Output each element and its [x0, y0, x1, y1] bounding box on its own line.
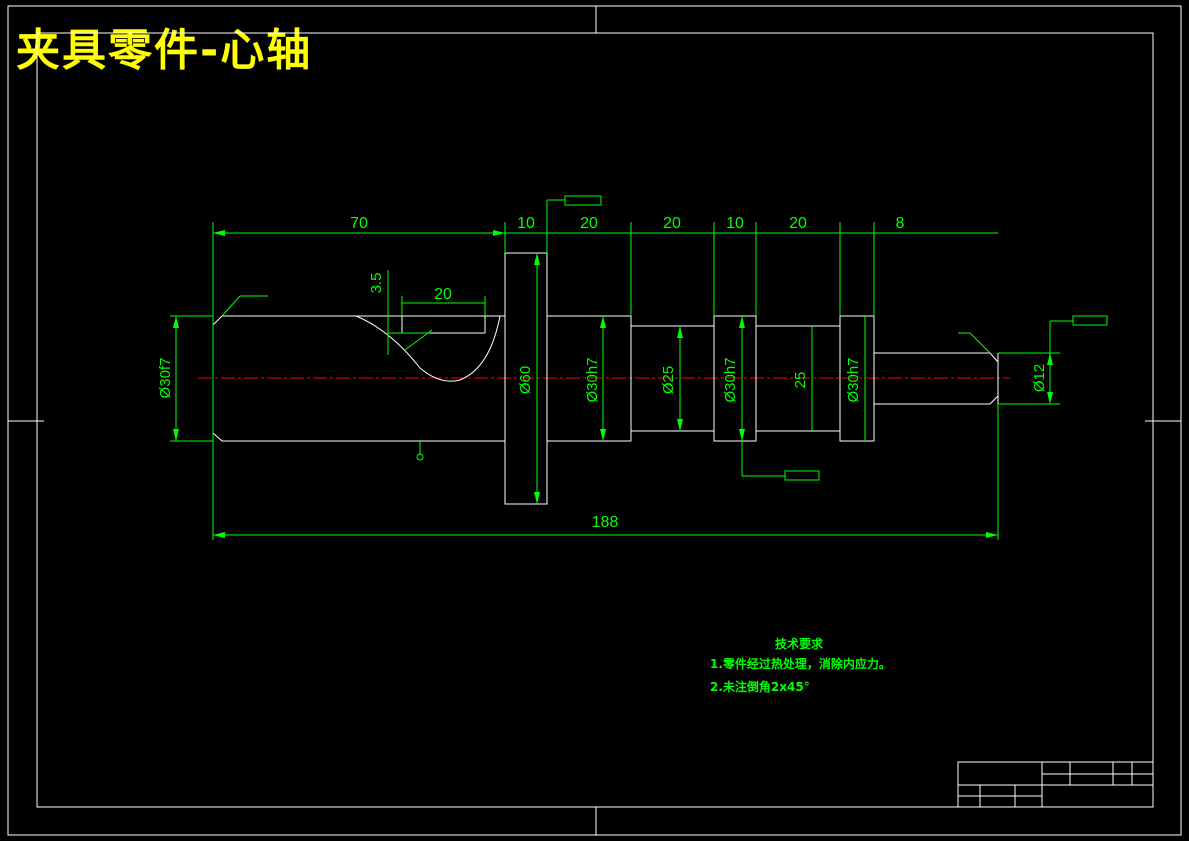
- notes-heading: 技术要求: [775, 636, 824, 651]
- dim-188: 188: [592, 514, 619, 531]
- dim-70: 70: [350, 215, 368, 232]
- title-block: [957, 761, 1154, 808]
- dim-20-a: 20: [580, 215, 598, 232]
- dimension-lines: [170, 195, 1108, 540]
- dim-8: 8: [896, 215, 905, 232]
- notes-line-1: 1.零件经过热处理，消除内应力。: [710, 656, 891, 671]
- dia-60: Ø60: [517, 366, 534, 394]
- dim-20-b: 20: [663, 215, 681, 232]
- dia-25: Ø25: [660, 366, 677, 394]
- dim-10-flange: 10: [517, 215, 535, 232]
- dim-10-collar: 10: [726, 215, 744, 232]
- dim-20-c: 20: [789, 215, 807, 232]
- dia-30h7-b: Ø30h7: [722, 357, 739, 402]
- arrowheads: [173, 230, 1053, 538]
- dim-20-keyway: 20: [434, 286, 452, 303]
- dim-3-5: 3.5: [368, 273, 385, 294]
- dia-30f7: Ø30f7: [157, 358, 174, 399]
- shaft-outline: [212, 252, 999, 505]
- dia-30h7-c: Ø30h7: [845, 357, 862, 402]
- sheet-frame: [7, 5, 1182, 836]
- dia-30h7-a: Ø30h7: [584, 357, 601, 402]
- notes-line-2: 2.未注倒角2x45°: [710, 679, 810, 694]
- dim-25: 25: [792, 372, 809, 389]
- dia-12: Ø12: [1031, 364, 1048, 392]
